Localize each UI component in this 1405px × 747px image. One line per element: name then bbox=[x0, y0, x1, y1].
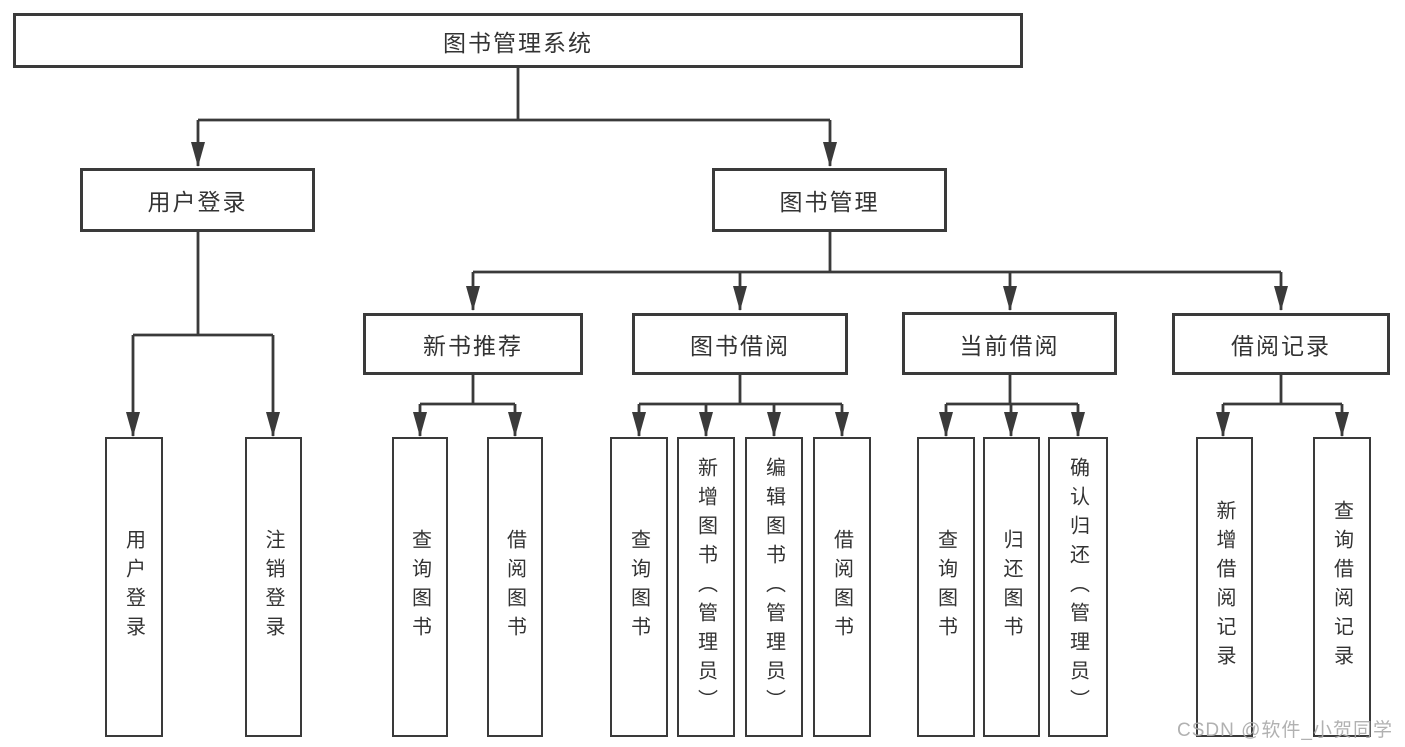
node-book-borrowing: 图书借阅 bbox=[632, 313, 848, 375]
leaf-borrow-books-borrowing: 借阅图书 bbox=[813, 437, 871, 737]
current-borrowing-to-leaves bbox=[939, 375, 1085, 437]
leaf-edit-books-admin: 编辑图书（管理员） bbox=[745, 437, 803, 737]
leaf-query-books-recommend: 查询图书 bbox=[392, 437, 448, 737]
leaf-return-books: 归还图书 bbox=[983, 437, 1040, 737]
node-borrow-records: 借阅记录 bbox=[1172, 313, 1390, 375]
csdn-watermark: CSDN @软件_小贺同学 bbox=[1177, 720, 1393, 741]
leaf-user-login: 用户登录 bbox=[105, 437, 163, 737]
node-book-management: 图书管理 bbox=[712, 168, 947, 232]
leaf-borrow-books-recommend: 借阅图书 bbox=[487, 437, 543, 737]
leaf-confirm-return-admin: 确认归还（管理员） bbox=[1048, 437, 1108, 737]
book-management-to-level2 bbox=[466, 232, 1288, 311]
leaf-add-borrow-record: 新增借阅记录 bbox=[1196, 437, 1253, 737]
node-user-login: 用户登录 bbox=[80, 168, 315, 232]
leaf-query-borrow-record: 查询借阅记录 bbox=[1313, 437, 1371, 737]
book-borrowing-to-leaves bbox=[632, 375, 849, 437]
node-new-book-recommend: 新书推荐 bbox=[363, 313, 583, 375]
leaf-query-books-current: 查询图书 bbox=[917, 437, 975, 737]
leaf-logout: 注销登录 bbox=[245, 437, 302, 737]
node-current-borrowing: 当前借阅 bbox=[902, 312, 1117, 375]
borrow-records-to-leaves bbox=[1216, 375, 1349, 437]
leaf-query-books-borrowing: 查询图书 bbox=[610, 437, 668, 737]
root-to-level1 bbox=[191, 68, 837, 167]
leaf-add-books-admin: 新增图书（管理员） bbox=[677, 437, 735, 737]
user-login-to-leaves bbox=[126, 232, 280, 437]
node-root-library-system: 图书管理系统 bbox=[13, 13, 1023, 68]
new-book-recommend-to-leaves bbox=[413, 375, 522, 437]
